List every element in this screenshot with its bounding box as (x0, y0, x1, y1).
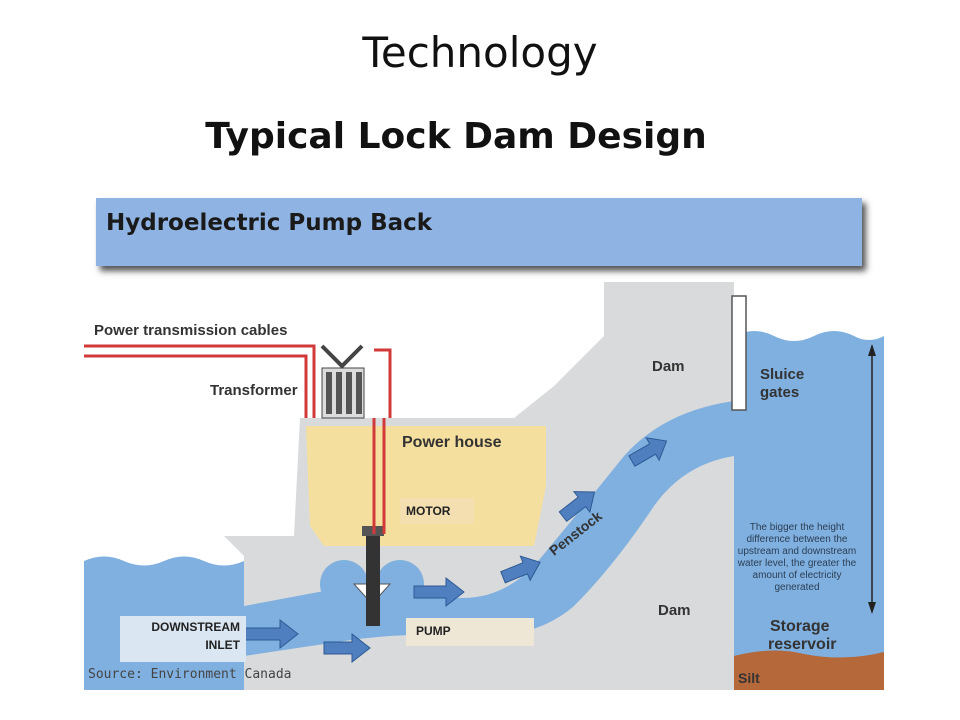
label-storage: Storage (770, 618, 830, 635)
flow-arrows (243, 437, 668, 664)
pump-callout-box (406, 618, 534, 646)
storage-reservoir (734, 331, 884, 690)
turbine-shaft (366, 526, 380, 626)
downstream-callout-2: INLET (205, 638, 240, 652)
label-gates: gates (760, 384, 800, 401)
label-silt: Silt (738, 670, 760, 686)
motor-callout: MOTOR (406, 504, 451, 518)
source-credit: Source: Environment Canada (88, 667, 292, 682)
label-sluice: Sluice (760, 366, 805, 383)
sluice-gate (731, 295, 747, 411)
transformer (320, 344, 365, 419)
power-cables (84, 344, 392, 534)
label-power-cables: Power transmission cables (94, 322, 288, 339)
hydro-diagram: Hydroelectric Pump Back Power transmissi… (84, 186, 884, 690)
slide-title: Technology (362, 28, 598, 77)
motor-callout-box (400, 498, 474, 524)
pump-callout: PUMP (416, 624, 451, 638)
label-reservoir: reservoir (768, 636, 837, 653)
diagram-graphic (84, 186, 884, 690)
downstream-callout-box (120, 616, 246, 662)
slide-subtitle: Typical Lock Dam Design (205, 116, 707, 157)
label-power-house: Power house (402, 434, 502, 451)
height-note: The bigger the height difference between… (737, 522, 857, 593)
label-dam-lower: Dam (658, 602, 691, 619)
label-dam-upper: Dam (652, 358, 685, 375)
banner: Hydroelectric Pump Back (96, 198, 862, 266)
power-house (306, 426, 546, 546)
silt-layer (734, 650, 884, 690)
label-transformer: Transformer (210, 382, 298, 399)
downstream-callout-1: DOWNSTREAM (151, 620, 240, 634)
banner-title: Hydroelectric Pump Back (106, 210, 433, 236)
